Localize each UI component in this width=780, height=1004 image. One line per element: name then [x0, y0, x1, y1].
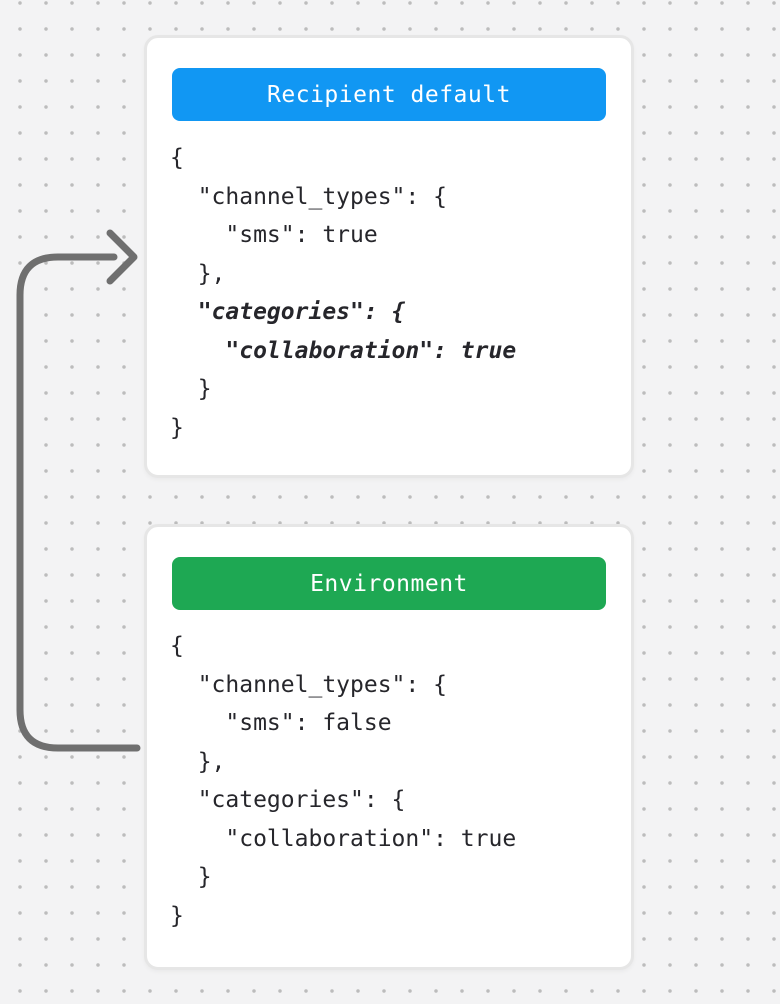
arrow-path-group — [16, 229, 141, 752]
environment-header-badge: Environment — [172, 557, 606, 610]
code-line: "categories": { — [170, 299, 406, 325]
code-line: }, — [170, 260, 226, 287]
card-recipient-default: Recipient default { "channel_types": { "… — [144, 35, 634, 478]
code-line: "sms": false — [170, 710, 392, 736]
environment-json-code: { "channel_types": { "sms": false }, "ca… — [170, 627, 611, 935]
card-environment: Environment { "channel_types": { "sms": … — [144, 524, 634, 970]
code-line: "collaboration": true — [170, 825, 517, 852]
code-line: } — [170, 414, 184, 441]
recipient-default-json-code: { "channel_types": { "sms": true }, "cat… — [170, 139, 611, 447]
code-line: { — [170, 145, 184, 171]
code-line: { — [170, 633, 184, 659]
code-line: "collaboration": true — [170, 337, 517, 364]
environment-title: Environment — [310, 570, 468, 597]
code-line: "categories": { — [170, 787, 406, 813]
code-line: } — [170, 864, 212, 890]
arrow-line — [16, 253, 141, 752]
code-line: } — [170, 902, 184, 929]
code-line: "channel_types": { — [170, 671, 447, 698]
code-line: "sms": true — [170, 222, 378, 248]
recipient-default-title: Recipient default — [267, 81, 511, 108]
code-line: } — [170, 376, 212, 402]
code-line: "channel_types": { — [170, 183, 447, 210]
arrow-head-icon — [106, 229, 138, 285]
recipient-default-header-badge: Recipient default — [172, 68, 606, 121]
code-line: }, — [170, 748, 226, 775]
